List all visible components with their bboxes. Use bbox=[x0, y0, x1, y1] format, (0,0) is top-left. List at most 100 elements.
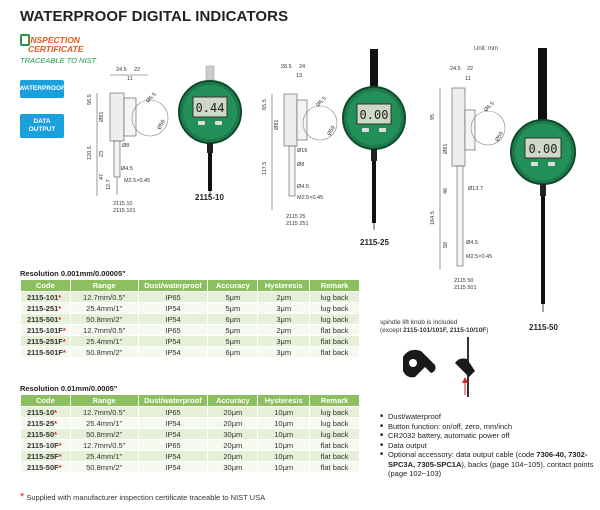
cell: IP54 bbox=[137, 461, 209, 473]
dim-text: 95 bbox=[430, 114, 436, 120]
cell-code: 2115-251F bbox=[27, 336, 63, 346]
cell: 10μm bbox=[257, 439, 311, 451]
cell: 3μm bbox=[257, 313, 311, 325]
dim-text: 58 bbox=[443, 242, 449, 248]
data-output-line1: DATA bbox=[33, 118, 51, 125]
cell-code: 2115-501F bbox=[27, 347, 63, 357]
feature-item: Dust/waterproof bbox=[380, 412, 595, 422]
col-accuracy: Accuracy bbox=[207, 394, 259, 407]
drawing-2115-25 bbox=[271, 93, 338, 210]
cell: lug back bbox=[309, 302, 360, 314]
resolution-1-heading: Resolution 0.001mm/0.00005" bbox=[20, 269, 126, 278]
dim-text: Ø8 bbox=[297, 162, 304, 168]
optional-prefix: Optional accessory: data output cable (c… bbox=[388, 450, 537, 459]
feature-item-optional: Optional accessory: data output cable (c… bbox=[380, 450, 595, 479]
technical-drawings: 24.5 22 11 56.5 Ø81 Ø6.5 Ø59 Ø8 120.5 23… bbox=[87, 48, 576, 332]
cell: IP54 bbox=[137, 335, 209, 347]
dim-text: 117.5 bbox=[262, 162, 268, 175]
cell: 12.7mm/0.5" bbox=[69, 291, 139, 303]
optional-suffix: ), backs (page 104~105), contact points … bbox=[388, 459, 594, 479]
dim-text: 11 bbox=[465, 76, 471, 82]
cell: 10μm bbox=[257, 428, 311, 440]
dim-text: Ø16 bbox=[297, 148, 307, 154]
col-dust: Dust/waterproof bbox=[137, 394, 209, 407]
cell: flat back bbox=[309, 439, 360, 451]
dim-text: 12.7 bbox=[106, 179, 112, 190]
feature-item: CR2032 battery, automatic power off bbox=[380, 431, 595, 441]
gauge-2115-25-image: 0.00 bbox=[342, 49, 406, 230]
cell: IP65 bbox=[137, 324, 209, 336]
drawing-2115-10-dims: 24.5 22 11 56.5 Ø81 Ø6.5 Ø59 Ø8 120.5 23… bbox=[87, 67, 167, 190]
feature-item: Button function: on/off, zero, mm/inch bbox=[380, 422, 595, 432]
cell: lug back bbox=[309, 406, 360, 418]
cell: 3μm bbox=[257, 302, 311, 314]
model-code: 2115 50 bbox=[454, 278, 473, 284]
cell: IP65 bbox=[137, 439, 209, 451]
cell: 12.7mm/0.5" bbox=[69, 439, 139, 451]
cell: lug back bbox=[309, 313, 360, 325]
spindle-note-prefix: (except bbox=[380, 327, 404, 334]
cell-code: 2115-101 bbox=[27, 292, 59, 302]
col-range: Range bbox=[69, 394, 139, 407]
col-accuracy: Accuracy bbox=[207, 279, 259, 292]
spindle-note: spindle lift knob is included (except 21… bbox=[380, 319, 488, 335]
dim-text: M2.5×0.45 bbox=[466, 254, 492, 260]
cell: IP54 bbox=[137, 417, 209, 429]
footnote-text: Supplied with manufacturer inspection ce… bbox=[26, 493, 266, 502]
gauge-2115-50-image: 0.00 bbox=[510, 48, 576, 312]
model-code: 2115 25 bbox=[286, 214, 305, 220]
cell-code: 2115-10 bbox=[27, 407, 55, 417]
dim-text: 24.5 bbox=[116, 67, 127, 73]
cell: flat back bbox=[309, 324, 360, 336]
cell-code: 2115-251 bbox=[27, 303, 59, 313]
page-title: WATERPROOF DIGITAL INDICATORS bbox=[20, 8, 289, 25]
spindle-note-line1: spindle lift knob is included bbox=[380, 319, 458, 326]
cell: 6μm bbox=[207, 346, 259, 358]
cell: 50.8mm/2" bbox=[69, 428, 139, 440]
table-header-row: Code Range Dust/waterproof Accuracy Hyst… bbox=[20, 279, 360, 292]
cell: 10μm bbox=[257, 406, 311, 418]
dim-text: 24.5 bbox=[450, 66, 461, 72]
dim-text: 56.5 bbox=[87, 94, 93, 105]
drawing-2115-25-dims: 28.5 24 13 65.5 Ø81 Ø6.5 Ø59 117.5 Ø16 Ø… bbox=[262, 64, 337, 201]
col-remark: Remark bbox=[309, 394, 360, 407]
gauge-2115-10-image: 0.44 bbox=[178, 65, 242, 197]
dim-text: 28.5 bbox=[281, 64, 292, 70]
cell: IP54 bbox=[137, 313, 209, 325]
dim-text: Ø13.7 bbox=[468, 186, 483, 192]
check-icon bbox=[20, 34, 30, 46]
col-code: Code bbox=[20, 279, 71, 292]
dim-text: 164.5 bbox=[430, 211, 436, 225]
cell: IP54 bbox=[137, 450, 209, 462]
model-label-2115-25: 2115-25 bbox=[360, 238, 389, 247]
dim-text: Ø4.5 bbox=[297, 184, 309, 190]
col-hysteresis: Hysteresis bbox=[257, 279, 311, 292]
dim-text: M2.5×0.45 bbox=[124, 178, 150, 184]
cell-code: 2115-10F bbox=[27, 440, 59, 450]
cell: 30μm bbox=[207, 428, 259, 440]
cell: 50.8mm/2" bbox=[69, 346, 139, 358]
dim-text: 24 bbox=[299, 64, 305, 70]
cell: 25.4mm/1" bbox=[69, 302, 139, 314]
cell: 2μm bbox=[257, 291, 311, 303]
dim-text: Ø6.5 bbox=[315, 96, 328, 109]
dim-text: Ø6.5 bbox=[145, 92, 158, 105]
optional-codes: 7306-40, 7302-SPC3A, 7305-SPC1A bbox=[388, 450, 588, 469]
waterproof-badge: WATERPROOF bbox=[19, 80, 65, 98]
dim-text: 13 bbox=[296, 73, 302, 79]
dim-text: Ø59 bbox=[327, 125, 337, 137]
col-dust: Dust/waterproof bbox=[137, 279, 209, 292]
dim-text: Ø59 bbox=[157, 119, 167, 131]
cell: lug back bbox=[309, 417, 360, 429]
dim-text: Ø6.5 bbox=[483, 101, 496, 114]
asterisk-icon: * bbox=[20, 491, 25, 503]
